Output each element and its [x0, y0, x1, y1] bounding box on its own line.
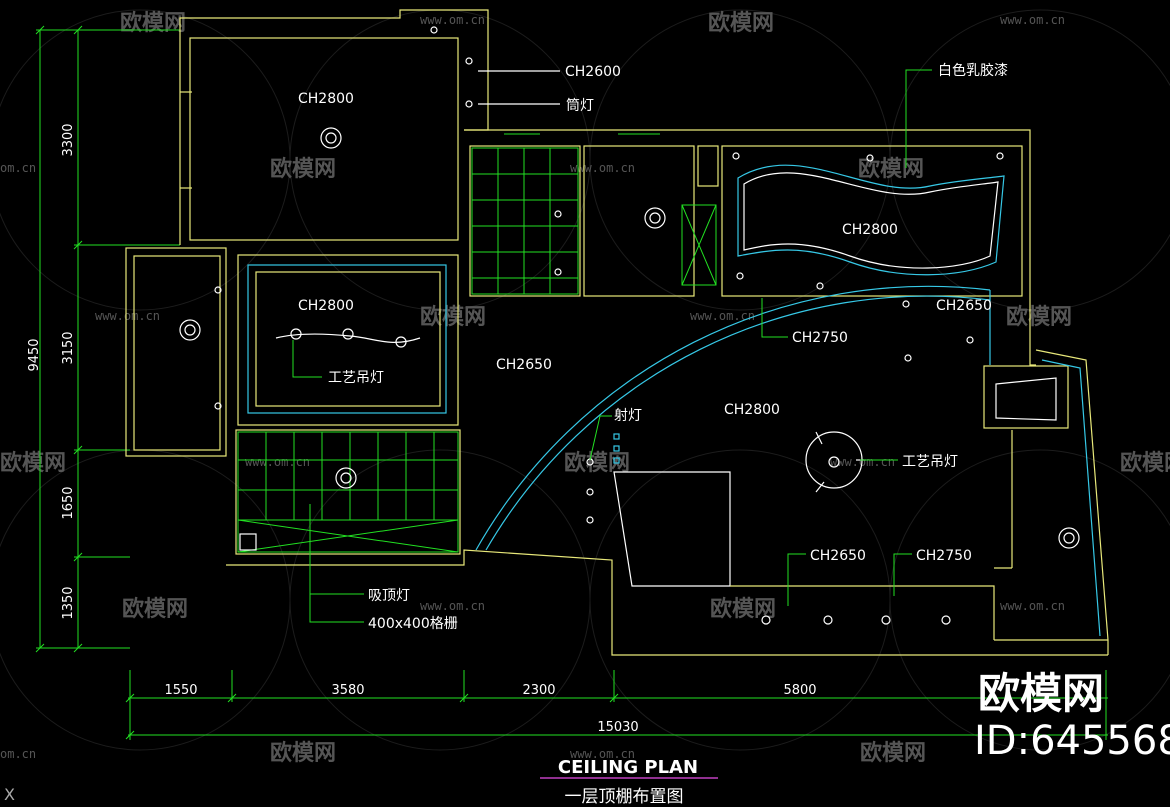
pendant-lamp-icon — [290, 328, 302, 340]
watermark-url: www.om.cn — [420, 599, 485, 613]
label-ceiling-light: 吸顶灯 — [368, 588, 410, 604]
ceiling-light-icon — [179, 319, 201, 341]
dim-vertical-total: 9450 — [27, 338, 42, 371]
watermark-brand: 欧模网 — [0, 450, 66, 476]
grille-grid-lower — [237, 431, 459, 553]
lights — [179, 26, 1080, 625]
watermark-url: www.om.cn — [95, 309, 160, 323]
dim-vertical-1: 3300 — [61, 123, 76, 156]
watermark-url: www.om.cn — [570, 747, 635, 761]
curved-ceiling — [275, 164, 1005, 551]
dim-horizontal-total: 15030 — [597, 720, 638, 735]
watermark-url: www.om.cn — [420, 13, 485, 27]
dim-horizontal-4: 5800 — [783, 683, 816, 698]
watermark-brand: 欧模网 — [270, 156, 336, 182]
label-ch2600: CH2600 — [565, 64, 621, 80]
watermark-brand: 欧模网 — [1120, 450, 1170, 476]
ceiling-light-icon — [320, 127, 342, 149]
label-ch2750-bottom: CH2750 — [916, 548, 972, 564]
dim-vertical-4: 1350 — [61, 586, 76, 619]
watermark-brand: 欧模网 — [120, 10, 186, 36]
watermark-id: ID:645568 — [974, 718, 1170, 764]
watermark-brand-large: 欧模网 — [978, 669, 1104, 718]
drawing-subtitle: 一层顶棚布置图 — [565, 787, 684, 807]
watermark-brand: 欧模网 — [122, 596, 188, 622]
watermark-brand: 欧模网 — [860, 740, 926, 766]
watermark-brand: 欧模网 — [1006, 304, 1072, 330]
label-ch2750-top: CH2750 — [792, 330, 848, 346]
dim-horizontal-1: 1550 — [164, 683, 197, 698]
ceiling-light-icon — [644, 207, 666, 229]
watermark-url: www.om.cn — [1000, 13, 1065, 27]
label-downlight: 筒灯 — [566, 97, 594, 114]
horizontal-dimension-lines — [125, 670, 1108, 740]
dim-horizontal-3: 2300 — [522, 683, 555, 698]
leader-lines — [292, 69, 932, 623]
grille-grid-upper — [471, 147, 579, 295]
label-ch2650-right: CH2650 — [936, 298, 992, 314]
label-ch2800-right: CH2800 — [842, 222, 898, 238]
dim-horizontal-2: 3580 — [331, 683, 364, 698]
dim-vertical-3: 1650 — [61, 486, 76, 519]
watermark-url: www.om.cn — [570, 161, 635, 175]
spotlight-icon — [613, 433, 620, 464]
watermark-brand: 欧模网 — [270, 740, 336, 766]
wall-outlines — [125, 9, 1109, 656]
watermark-brand: 欧模网 — [420, 304, 486, 330]
label-ch2800-top: CH2800 — [298, 91, 354, 107]
watermark-brand: 欧模网 — [708, 10, 774, 36]
ucs-x-icon: X — [4, 785, 15, 804]
label-spotlight: 射灯 — [614, 408, 642, 424]
watermark-url: om.cn — [0, 161, 36, 175]
watermark-url: www.om.cn — [1000, 599, 1065, 613]
label-ch2650-bottom: CH2650 — [810, 548, 866, 564]
label-art-pendant-center: 工艺吊灯 — [902, 454, 958, 470]
ceiling-light-icon — [1058, 527, 1080, 549]
label-grille: 400x400格栅 — [368, 616, 458, 632]
label-ch2800-center: CH2800 — [724, 402, 780, 418]
dim-vertical-2: 3150 — [61, 331, 76, 364]
drawing-title: CEILING PLAN — [558, 757, 698, 778]
pendant-lamp-icon — [395, 336, 407, 348]
vertical-dimension-lines — [35, 25, 180, 653]
watermark-url: om.cn — [0, 747, 36, 761]
watermark-brand: 欧模网 — [710, 596, 776, 622]
watermark-url: www.om.cn — [690, 309, 755, 323]
label-art-pendant-left: 工艺吊灯 — [328, 370, 384, 386]
watermark-url: www.om.cn — [245, 455, 310, 469]
pendant-lamp-icon — [342, 328, 354, 340]
watermark-layer: 欧模网 欧模网 欧模网 欧模网 欧模网 欧模网 欧模网 欧模网 欧模网 欧模网 … — [0, 9, 1170, 766]
label-ch2650-mid: CH2650 — [496, 357, 552, 373]
label-ch2800-mid: CH2800 — [298, 298, 354, 314]
label-white-latex: 白色乳胶漆 — [938, 62, 1008, 79]
downlight-icon — [214, 26, 1004, 625]
ceiling-light-icon — [335, 467, 357, 489]
